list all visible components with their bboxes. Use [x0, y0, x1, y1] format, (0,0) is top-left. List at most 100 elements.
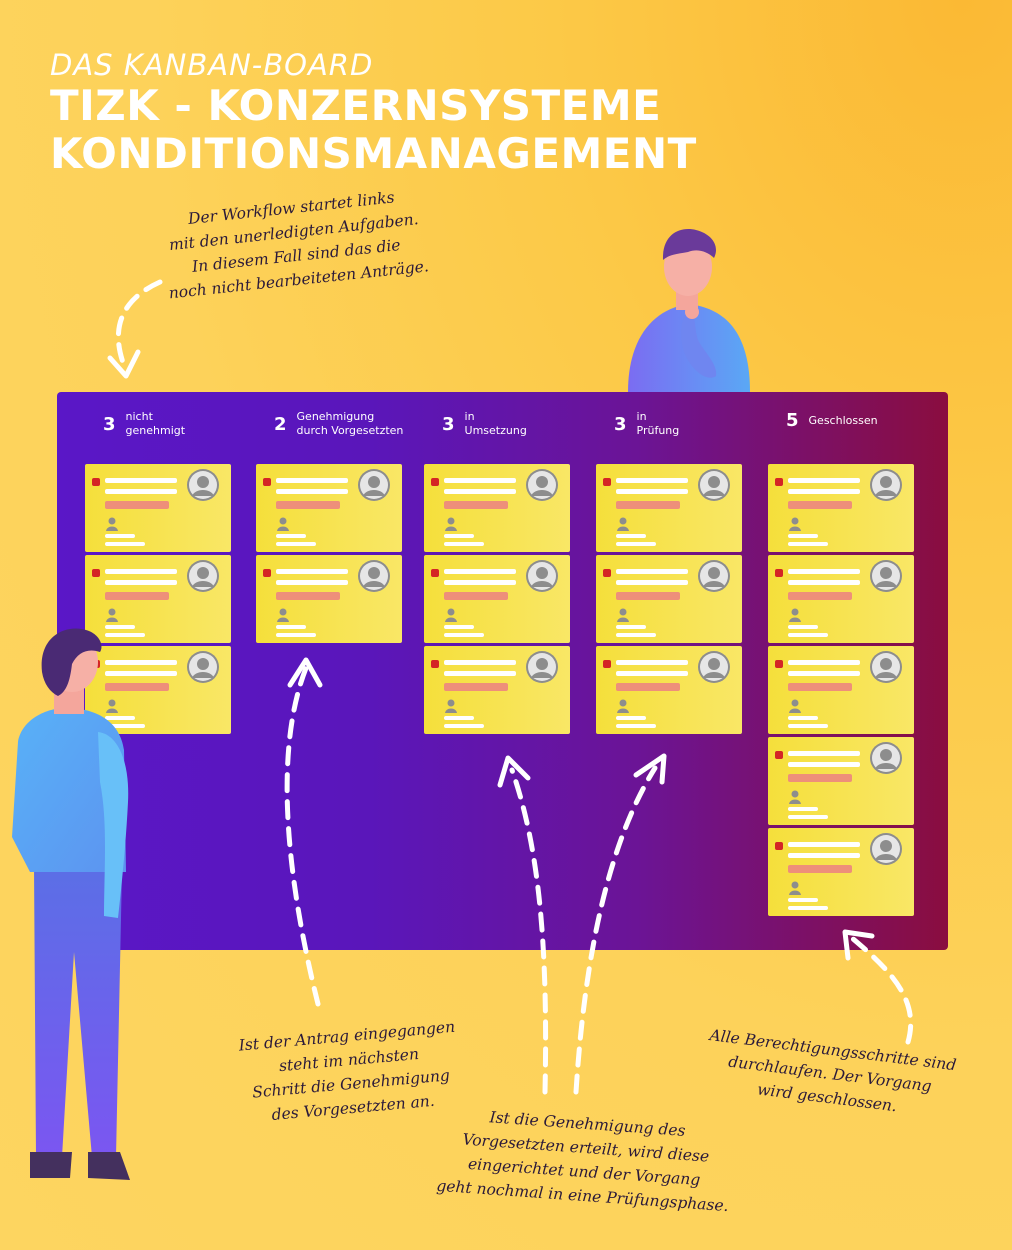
card-line: [444, 625, 474, 629]
card-line: [105, 542, 145, 546]
card-line: [276, 478, 348, 483]
column-count: 3: [614, 413, 627, 435]
column-label: in Prüfung: [636, 410, 680, 437]
card-tag: [276, 592, 340, 600]
kanban-card[interactable]: [768, 737, 914, 825]
user-avatar-icon[interactable]: [187, 469, 219, 501]
priority-flag-icon: [603, 660, 611, 668]
card-line: [276, 625, 306, 629]
user-avatar-icon[interactable]: [698, 560, 730, 592]
card-line: [788, 534, 818, 538]
card-line: [616, 542, 656, 546]
kanban-card[interactable]: [596, 464, 742, 552]
card-line: [788, 906, 828, 910]
card-line: [276, 633, 316, 637]
kanban-card[interactable]: [256, 555, 402, 643]
kanban-card[interactable]: [596, 555, 742, 643]
card-line: [788, 569, 860, 574]
priority-flag-icon: [775, 751, 783, 759]
arrow-head-icon: [107, 349, 141, 379]
note-review: Ist die Genehmigung des Vorgesetzten ert…: [435, 1108, 730, 1216]
card-line: [105, 625, 135, 629]
card-line: [788, 815, 828, 819]
kanban-card[interactable]: [596, 646, 742, 734]
card-line: [616, 489, 688, 494]
kanban-card[interactable]: [424, 555, 570, 643]
column-label: Geschlossen: [808, 413, 878, 427]
priority-flag-icon: [603, 569, 611, 577]
kanban-card[interactable]: [85, 555, 231, 643]
person-icon: [445, 607, 457, 622]
column-header-4: 3 in Prüfung: [614, 410, 747, 438]
user-avatar-icon[interactable]: [870, 651, 902, 683]
person-icon: [789, 607, 801, 622]
user-avatar-icon[interactable]: [526, 651, 558, 683]
card-line: [788, 660, 860, 665]
person-icon: [789, 698, 801, 713]
card-line: [788, 898, 818, 902]
kanban-card[interactable]: [256, 464, 402, 552]
card-line: [444, 534, 474, 538]
card-line: [616, 569, 688, 574]
person-icon: [617, 516, 629, 531]
kanban-card[interactable]: [85, 464, 231, 552]
card-line: [616, 580, 688, 585]
title-block: DAS KANBAN-BOARD TIZK - KONZERNSYSTEME K…: [50, 48, 697, 178]
priority-flag-icon: [263, 478, 271, 486]
kanban-card[interactable]: [768, 464, 914, 552]
kanban-card[interactable]: [768, 828, 914, 916]
card-line: [788, 751, 860, 756]
user-avatar-icon[interactable]: [870, 742, 902, 774]
card-tag: [444, 501, 508, 509]
column-count: 5: [786, 410, 799, 431]
user-avatar-icon[interactable]: [698, 651, 730, 683]
user-avatar-icon[interactable]: [358, 560, 390, 592]
user-avatar-icon[interactable]: [870, 560, 902, 592]
kanban-card[interactable]: [85, 646, 231, 734]
kanban-card[interactable]: [424, 646, 570, 734]
card-line: [788, 716, 818, 720]
card-line: [616, 660, 688, 665]
card-line: [444, 633, 484, 637]
user-avatar-icon[interactable]: [187, 560, 219, 592]
card-line: [616, 625, 646, 629]
card-line: [616, 671, 688, 676]
card-line: [788, 625, 818, 629]
card-tag: [616, 501, 680, 509]
card-line: [616, 633, 656, 637]
kanban-card[interactable]: [424, 464, 570, 552]
user-avatar-icon[interactable]: [698, 469, 730, 501]
user-avatar-icon[interactable]: [358, 469, 390, 501]
priority-flag-icon: [92, 569, 100, 577]
kanban-card[interactable]: [768, 555, 914, 643]
card-line: [788, 542, 828, 546]
card-line: [788, 853, 860, 858]
user-avatar-icon[interactable]: [870, 833, 902, 865]
card-line: [444, 489, 516, 494]
card-tag: [444, 683, 508, 691]
user-avatar-icon[interactable]: [526, 560, 558, 592]
card-tag: [788, 501, 852, 509]
card-line: [276, 569, 348, 574]
card-line: [444, 478, 516, 483]
card-line: [788, 671, 860, 676]
user-avatar-icon[interactable]: [526, 469, 558, 501]
card-tag: [616, 683, 680, 691]
card-line: [444, 580, 516, 585]
user-avatar-icon[interactable]: [187, 651, 219, 683]
kanban-card[interactable]: [768, 646, 914, 734]
note-start: Der Workflow startet links mit den unerl…: [167, 188, 430, 303]
card-line: [276, 580, 348, 585]
card-line: [105, 569, 177, 574]
card-line: [788, 724, 828, 728]
person-icon: [617, 607, 629, 622]
card-line: [444, 569, 516, 574]
card-line: [105, 478, 177, 483]
card-tag: [788, 774, 852, 782]
card-line: [788, 580, 860, 585]
user-avatar-icon[interactable]: [870, 469, 902, 501]
card-line: [444, 660, 516, 665]
person-standing-illustration: [12, 628, 130, 1180]
